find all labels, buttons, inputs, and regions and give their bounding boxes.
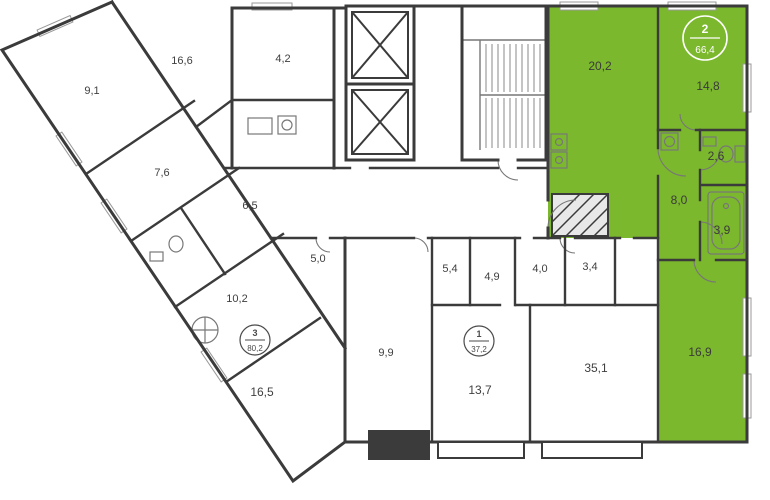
room-area-label: 4,0 — [532, 263, 547, 275]
room-area-label: 5,4 — [442, 263, 457, 275]
room-area-label: 4,9 — [484, 271, 499, 283]
staircase — [462, 39, 546, 150]
room-area-label: 9,1 — [84, 85, 99, 97]
room-area-label: 16,6 — [171, 55, 192, 67]
room-area-label: 10,2 — [226, 293, 247, 305]
room-area-label: 2,6 — [708, 149, 725, 163]
room-area-label: 7,6 — [154, 167, 169, 179]
other-room-labels: 9,1 16,6 4,2 7,6 6,5 10,2 16,5 5,0 9,9 5… — [84, 53, 608, 399]
room-area-label: 5,0 — [310, 253, 325, 265]
selected-room-labels: 20,2 14,8 2,6 8,0 3,9 16,9 — [588, 59, 730, 359]
room-area-label: 6,5 — [242, 200, 257, 212]
neighbor-apartment-badge[interactable]: 3 80,2 — [239, 324, 271, 356]
room-area-label: 8,0 — [671, 193, 688, 207]
room-area-label: 13,7 — [468, 383, 492, 397]
selected-apartment-highlight[interactable] — [548, 6, 747, 442]
room-area-label: 3,4 — [582, 261, 597, 273]
room-area-label: 14,8 — [696, 79, 720, 93]
selected-apartment-badge[interactable]: 2 66,4 — [682, 15, 728, 61]
room-area-label: 16,9 — [688, 345, 712, 359]
room-area-label: 3,9 — [714, 223, 731, 237]
vent-shaft — [551, 193, 609, 237]
neighbor-apartment-badge[interactable]: 1 37,2 — [463, 325, 495, 357]
selected-badge-area: 66,4 — [695, 45, 715, 56]
room-area-label: 9,9 — [378, 347, 393, 359]
neighbor-badge-rooms: 1 — [476, 329, 481, 339]
selected-badge-rooms: 2 — [702, 22, 709, 36]
room-area-label: 20,2 — [588, 59, 612, 73]
room-area-label: 16,5 — [250, 385, 274, 399]
room-area-label: 35,1 — [584, 361, 608, 375]
balconies — [368, 430, 643, 460]
neighbor-badge-rooms: 3 — [252, 328, 257, 338]
neighbor-badge-area: 80,2 — [247, 344, 263, 353]
room-area-label: 4,2 — [275, 53, 290, 65]
neighbor-badge-area: 37,2 — [471, 345, 487, 354]
elevator-shafts — [351, 11, 409, 155]
door-arcs — [315, 113, 723, 283]
walls — [0, 0, 749, 484]
